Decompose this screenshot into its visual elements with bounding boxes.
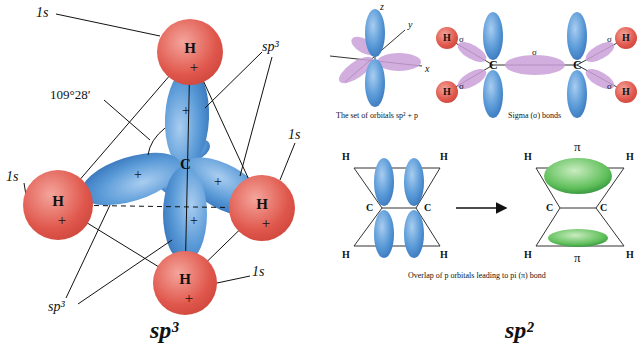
atom-label: C: [489, 59, 498, 71]
atom-label: H: [524, 152, 532, 162]
phase-sign: +: [262, 216, 270, 231]
sp2-p-axes: [330, 9, 422, 107]
hybrid-caption: sp²: [505, 318, 534, 342]
hydrogen-sphere: H: [436, 27, 458, 49]
atom-label: H: [52, 194, 64, 209]
hydrogen-sphere: H+: [229, 175, 295, 241]
atom-label: H: [440, 250, 448, 260]
orbital-label: sp³: [48, 300, 65, 314]
hydrogen-sphere: H+: [157, 19, 223, 85]
hydrogen-sphere: H: [436, 81, 458, 103]
bond-label: σ: [532, 48, 537, 57]
atom-label: H: [342, 152, 350, 162]
atom-label: C: [366, 203, 373, 213]
atom-label: H: [443, 87, 451, 97]
atom-label: C: [180, 157, 191, 172]
transition-arrow: [456, 207, 506, 209]
axis-label: y: [408, 20, 412, 30]
orbital-label: 1s: [252, 265, 264, 279]
pi-bond-figure: [536, 158, 624, 247]
phase-sign: +: [185, 291, 193, 306]
bond-label: π: [574, 251, 581, 264]
hybrid-caption: sp³: [150, 318, 179, 342]
atom-label: H: [443, 33, 451, 43]
hydrogen-sphere: H+: [153, 251, 217, 315]
phase-sign: +: [214, 175, 222, 189]
p-orbitals: [374, 158, 424, 258]
figure-caption: Sigma (σ) bonds: [508, 112, 561, 120]
atom-label: H: [184, 41, 196, 56]
axis-label: z: [380, 2, 384, 12]
bond-label: π: [574, 140, 581, 153]
phase-sign: +: [182, 104, 190, 118]
hydrogen-sphere: H: [615, 27, 637, 49]
atom-label: H: [622, 87, 630, 97]
axis-label: x: [425, 64, 429, 74]
phase-sign: +: [190, 60, 198, 75]
orbital-label: 1s: [288, 128, 300, 142]
p-overlap-figure: [354, 168, 440, 246]
leader-lines: [24, 14, 295, 304]
figure-caption: Overlap of p orbitals leading to pi (π) …: [408, 272, 546, 280]
atom-label: H: [524, 250, 532, 260]
atom-label: H: [440, 152, 448, 162]
atom-label: H: [622, 33, 630, 43]
angle-label: 109°28′: [50, 88, 91, 101]
phase-sign: +: [134, 168, 142, 182]
atom-label: H: [342, 250, 350, 260]
atom-label: H: [179, 272, 191, 287]
atom-label: H: [626, 152, 634, 162]
phase-sign: +: [190, 214, 198, 228]
orbital-label: 1s: [36, 6, 48, 20]
atom-label: H: [626, 250, 634, 260]
orbital-label: 1s: [6, 170, 18, 184]
atom-label: C: [546, 203, 553, 213]
phase-sign: +: [58, 213, 66, 228]
hydrogen-sphere: H+: [23, 170, 93, 240]
atom-label: C: [600, 203, 607, 213]
hydrogen-sphere: H: [615, 81, 637, 103]
bond-label: σ: [459, 35, 464, 44]
bond-label: σ: [459, 82, 464, 91]
bond-label: σ: [607, 35, 612, 44]
orbital-label: sp³: [262, 40, 279, 54]
figure-caption: The set of orbitals sp² + p: [336, 112, 418, 120]
atom-label: C: [573, 59, 582, 71]
atom-label: H: [256, 197, 268, 212]
atom-label: C: [424, 203, 431, 213]
bond-label: σ: [607, 82, 612, 91]
sigma-bond-figure: [447, 12, 626, 118]
